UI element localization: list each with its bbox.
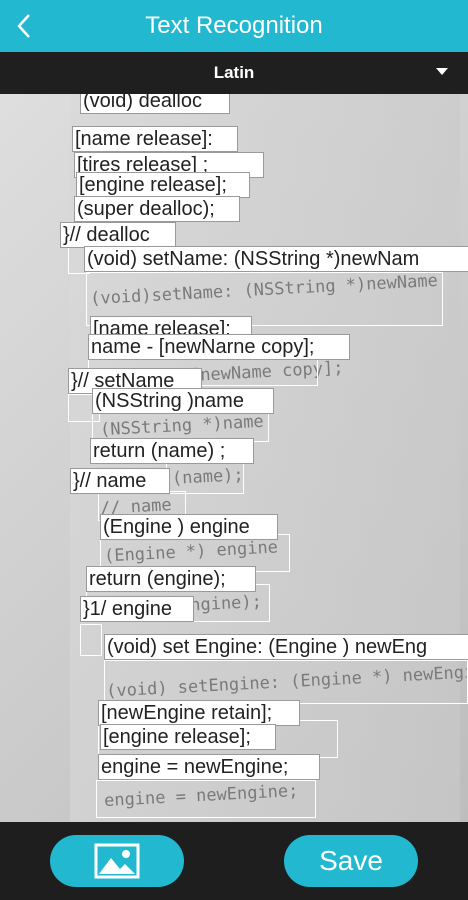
ocr-line[interactable]: return (name) ; (90, 438, 254, 464)
language-label: Latin (213, 63, 255, 82)
save-button[interactable]: Save (284, 835, 418, 887)
ocr-line[interactable]: (NSString )name (92, 388, 274, 414)
ocr-line[interactable]: [engine release]; (76, 172, 250, 198)
ocr-line[interactable]: (void) dealloc (80, 94, 230, 114)
ocr-line[interactable]: }// dealloc (60, 222, 176, 248)
caret-down-icon (436, 68, 448, 75)
app-bar: Text Recognition (0, 0, 468, 52)
image-gallery-icon (94, 843, 140, 879)
ocr-line[interactable]: (void) set Engine: (Engine ) newEng (104, 634, 468, 660)
ocr-line[interactable]: [engine release]; (100, 724, 276, 750)
back-arrow-icon (17, 14, 30, 38)
ocr-line[interactable]: return (engine); (86, 566, 256, 592)
ocr-line[interactable]: (void) setName: (NSString *)newNam (84, 246, 468, 272)
scanned-photo: (void)setName: (NSString *)newName [newN… (0, 94, 468, 822)
ocr-line[interactable]: (Engine ) engine (100, 514, 278, 540)
page-title: Text Recognition (145, 12, 323, 39)
detection-box (104, 660, 468, 704)
detection-box (166, 460, 244, 494)
ocr-line[interactable]: }// setName (68, 368, 202, 394)
back-button[interactable] (8, 10, 40, 42)
bottom-toolbar: Save (0, 822, 468, 900)
ocr-line[interactable]: engine = newEngine; (98, 754, 320, 780)
ocr-line[interactable]: }1/ engine (80, 596, 194, 622)
ocr-line[interactable]: [newEngine retain]; (98, 700, 300, 726)
pick-image-button[interactable] (50, 835, 184, 887)
language-selector[interactable]: Latin (0, 52, 468, 94)
detection-box (96, 780, 316, 818)
ocr-line[interactable]: [name release]: (72, 126, 238, 152)
ocr-line[interactable]: name - [newNarne copy]; (88, 334, 350, 360)
detection-box (80, 624, 102, 656)
ocr-line[interactable]: (super dealloc); (74, 196, 240, 222)
detection-box (86, 272, 443, 326)
ocr-line[interactable]: }// name (70, 468, 170, 494)
